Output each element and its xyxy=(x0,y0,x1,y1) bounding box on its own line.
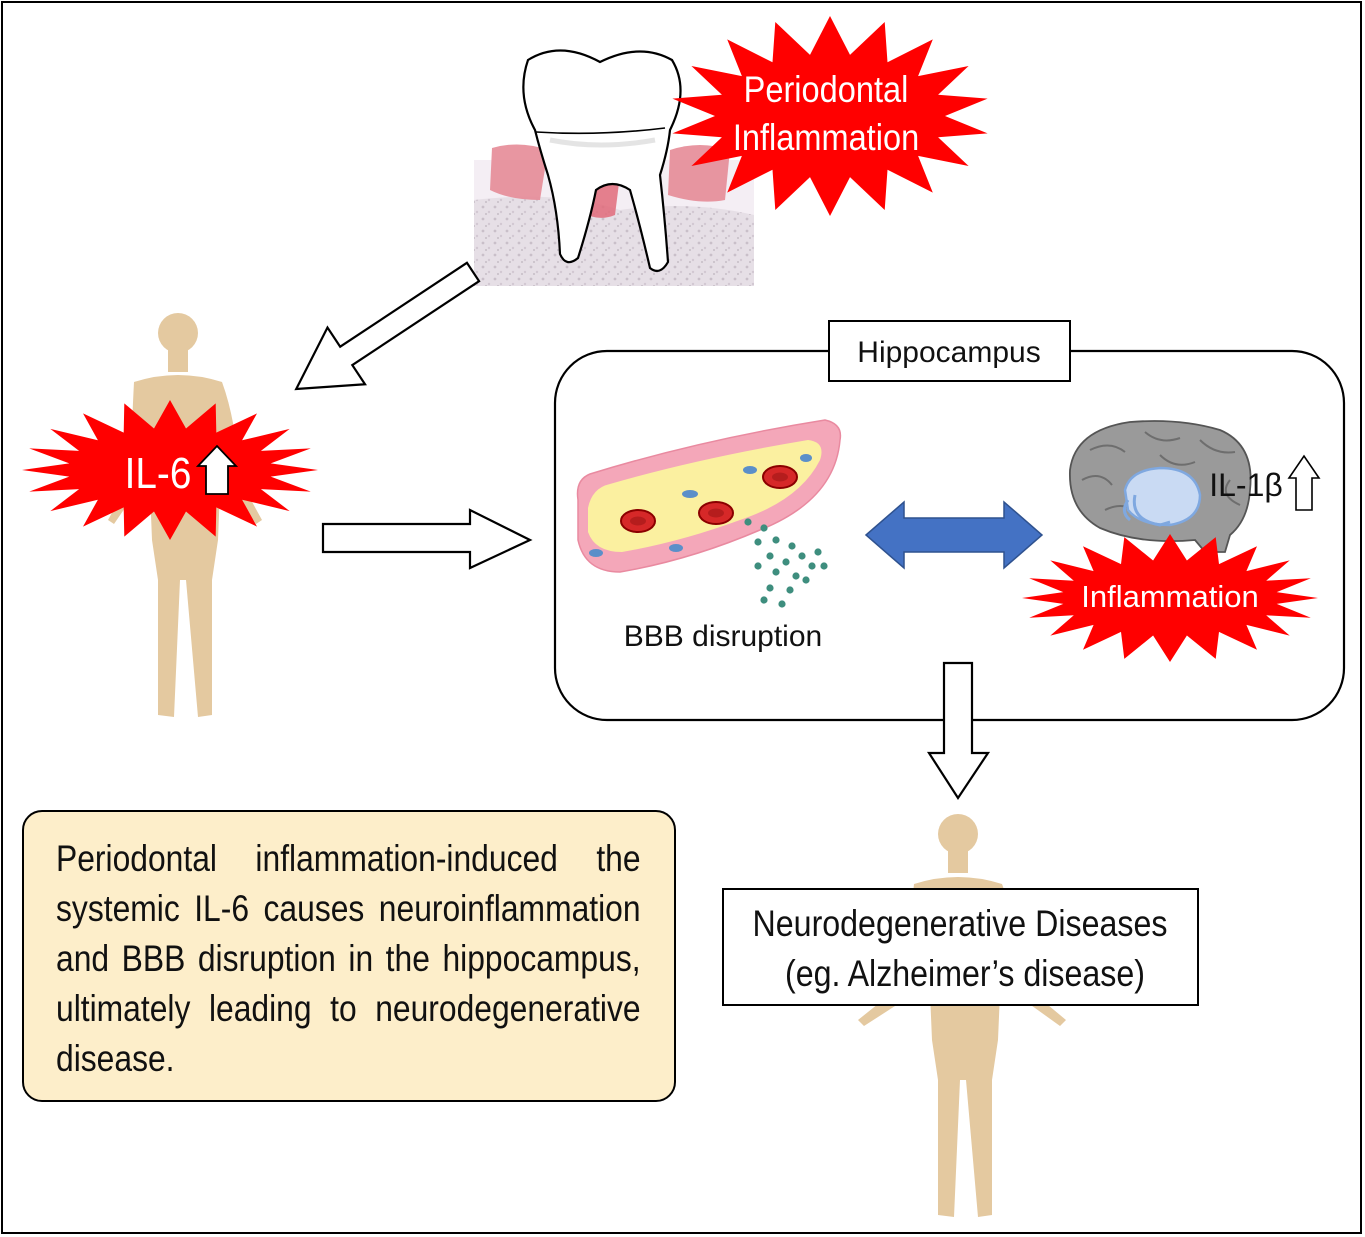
tooth-icon xyxy=(474,49,754,286)
particle xyxy=(772,536,780,544)
particle xyxy=(786,586,794,594)
disease-box xyxy=(722,888,1199,1006)
brain-icon xyxy=(1069,420,1252,553)
hippocampus-title: Hippocampus xyxy=(857,336,1040,369)
particle xyxy=(766,584,774,592)
particle xyxy=(802,576,810,584)
particle xyxy=(798,552,806,560)
arrow-tooth-to-body xyxy=(294,261,481,391)
disease-label-line1: Neurodegenerative Diseases xyxy=(753,904,1168,945)
up-arrow-icon xyxy=(1287,454,1321,511)
particle xyxy=(814,548,822,556)
particle xyxy=(754,562,762,570)
periodontal-burst-icon xyxy=(672,16,988,216)
il1b-label: IL-1β xyxy=(1209,467,1283,503)
particle xyxy=(778,600,786,608)
particle xyxy=(788,542,796,550)
particle xyxy=(792,572,800,580)
hippocampus-title-box xyxy=(828,320,1071,382)
arrow-to-disease xyxy=(926,661,991,801)
periodontal-label-line2: Inflammation xyxy=(733,117,919,158)
human-body-icon xyxy=(858,814,1066,1217)
particle xyxy=(772,568,780,576)
il6-label: IL-6 xyxy=(125,448,192,498)
particle xyxy=(760,524,768,532)
human-body-icon xyxy=(108,313,262,717)
summary-caption-box: Periodontal inflammation-induced the sys… xyxy=(22,810,676,1102)
disease-label-line2: (eg. Alzheimer’s disease) xyxy=(785,954,1145,995)
particle xyxy=(760,596,768,604)
arrow-body-to-hippocampus xyxy=(321,508,533,570)
blood-vessel-icon xyxy=(576,419,842,573)
inflammation-burst-icon xyxy=(1022,534,1318,662)
particle xyxy=(744,518,752,526)
double-arrow xyxy=(864,500,1044,570)
bbb-disruption-label: BBB disruption xyxy=(624,620,822,653)
inflammation-label: Inflammation xyxy=(1081,579,1258,614)
periodontal-label-line1: Periodontal xyxy=(744,69,909,110)
particle xyxy=(808,562,816,570)
summary-caption-text: Periodontal inflammation-induced the sys… xyxy=(56,838,641,1079)
particle xyxy=(820,562,828,570)
il6-burst-icon xyxy=(22,400,318,540)
particle xyxy=(766,552,774,560)
particle xyxy=(782,558,790,566)
leaking-particles xyxy=(744,518,828,608)
up-arrow-icon xyxy=(195,444,239,495)
particle xyxy=(754,538,762,546)
